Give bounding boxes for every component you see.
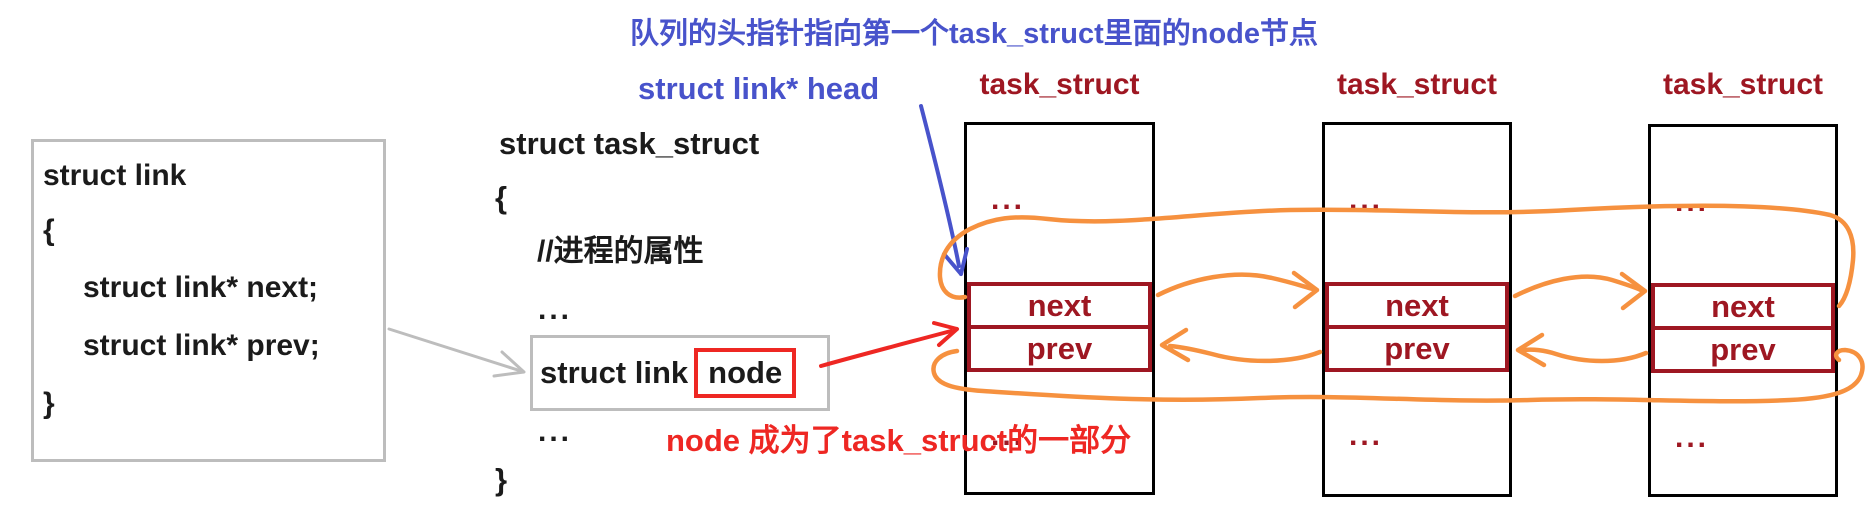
next-link-arrow-2-3 <box>1512 271 1648 311</box>
box-3-prev-cell: prev <box>1655 326 1831 369</box>
task-struct-box-1-label: task_struct <box>979 68 1140 101</box>
node-member-name-highlight: node <box>694 348 797 398</box>
box-3-next-cell: next <box>1711 288 1775 324</box>
box-3-pointer-cells: next prev <box>1651 283 1835 373</box>
struct-link-code-line-2: { <box>43 214 55 247</box>
box-3-bottom-ellipsis: ... <box>1675 421 1710 454</box>
task-struct-memory-box-2: ... next prev ... <box>1322 122 1512 497</box>
box-1-pointer-cells: next prev <box>967 282 1152 372</box>
task-struct-close-brace: } <box>495 462 508 497</box>
task-struct-code-title: struct task_struct <box>499 126 760 161</box>
struct-link-code-line-3: struct link* next; <box>83 271 319 304</box>
struct-link-code-line-5: } <box>43 387 55 420</box>
prev-link-arrow-3-2 <box>1515 332 1649 368</box>
box-2-prev-cell: prev <box>1329 325 1505 368</box>
struct-link-node-member-box: struct link node <box>530 335 830 411</box>
box-1-top-ellipsis: ... <box>991 183 1026 216</box>
box-1-prev-cell: prev <box>971 325 1148 368</box>
struct-link-to-node-arrow <box>387 327 526 378</box>
prev-link-arrow-2-1 <box>1159 327 1323 364</box>
node-member-prefix: struct link <box>540 355 689 390</box>
task-struct-ellipsis-before: ... <box>538 293 573 326</box>
task-struct-box-2-label: task_struct <box>1336 68 1498 101</box>
struct-link-code-line-4: struct link* prev; <box>83 329 320 362</box>
box-2-top-ellipsis: ... <box>1349 183 1384 216</box>
task-struct-memory-box-3: ... next prev ... <box>1648 124 1838 497</box>
next-link-arrow-1-2 <box>1155 270 1320 310</box>
task-struct-comment: //进程的属性 <box>537 235 704 268</box>
box-1-next-cell: next <box>1027 287 1092 323</box>
box-2-bottom-ellipsis: ... <box>1349 419 1384 452</box>
node-member-arrow <box>819 321 959 368</box>
task-struct-box-3-label: task_struct <box>1662 68 1824 101</box>
box-2-pointer-cells: next prev <box>1325 282 1509 372</box>
struct-link-code-line-1: struct link <box>43 159 187 192</box>
task-struct-ellipsis-after: ... <box>538 415 573 448</box>
head-pointer-arrow <box>919 104 969 276</box>
box-3-top-ellipsis: ... <box>1675 185 1710 218</box>
head-pointer-declaration: struct link* head <box>638 71 880 106</box>
head-pointer-note: 队列的头指针指向第一个task_struct里面的node节点 <box>630 18 1319 50</box>
box-2-next-cell: next <box>1385 287 1449 323</box>
node-part-of-task-struct-note: node 成为了task_struct的一部分 <box>666 423 1132 458</box>
task-struct-open-brace: { <box>495 180 508 215</box>
box-1-bottom-ellipsis: ... <box>991 419 1026 452</box>
struct-link-definition-box <box>31 139 386 462</box>
